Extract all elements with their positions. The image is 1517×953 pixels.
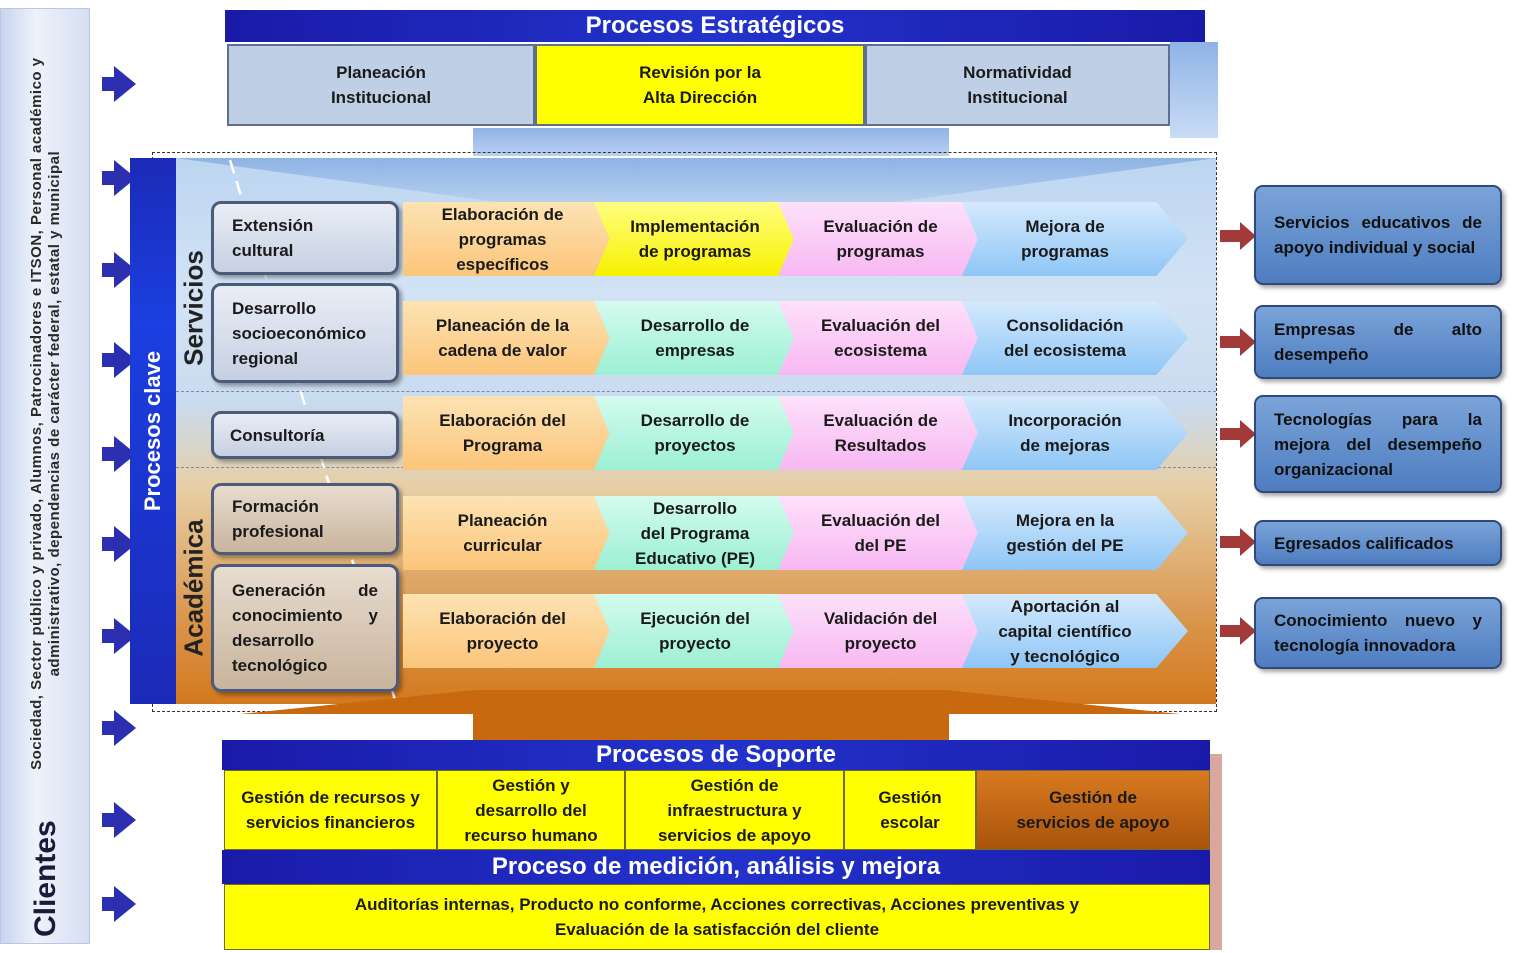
key-processes-bar: Procesos clave [130, 158, 176, 704]
clients-title: Clientes [29, 820, 62, 937]
step-chevron: Evaluación del del PE [778, 496, 1003, 570]
step-chevron: Aportación al capital científico y tecno… [962, 594, 1188, 668]
support-connector [473, 712, 949, 742]
support-box: Gestión de infraestructura y servicios d… [625, 770, 844, 850]
support-box: Gestión de recursos y servicios financie… [224, 770, 437, 850]
output-box: Tecnologías para la mejora del desempeño… [1254, 395, 1502, 493]
step-chevron: Elaboración del proyecto [403, 594, 628, 668]
output-box: Conocimiento nuevo y tecnología innovado… [1254, 597, 1502, 669]
step-chevron: Planeación de la cadena de valor [403, 301, 628, 375]
output-box: Servicios educativos de apoyo individual… [1254, 185, 1502, 285]
strategic-shadow [1170, 42, 1218, 138]
step-chevron: Planeación curricular [403, 496, 628, 570]
step-chevron: Elaboración del Programa [403, 396, 628, 470]
support-box: Gestión escolar [844, 770, 976, 850]
step-chevron: Desarrollo de empresas [594, 301, 816, 375]
strategic-box: Planeación Institucional [227, 44, 535, 126]
key-processes-title: Procesos clave [140, 350, 165, 512]
output-box: Empresas de alto desempeño [1254, 305, 1502, 379]
step-chevron: Validación del proyecto [778, 594, 1003, 668]
clients-description: Sociedad, Sector público y privado, Alum… [28, 57, 63, 770]
step-chevron: Evaluación del ecosistema [778, 301, 1003, 375]
input-arrow-icon [102, 886, 136, 922]
step-chevron: Consolidación del ecosistema [962, 301, 1188, 375]
step-chevron: Ejecución del proyecto [594, 594, 816, 668]
strategic-title: Procesos Estratégicos [225, 10, 1205, 42]
output-arrow-icon [1220, 420, 1256, 448]
group-divider [176, 391, 1216, 392]
step-chevron: Desarrollo del Programa Educativo (PE) [594, 496, 816, 570]
support-box: Gestión y desarrollo del recurso humano [437, 770, 625, 850]
process-box-regional: Desarrollo socioeconómico regional [211, 283, 399, 383]
input-arrow-icon [102, 710, 136, 746]
process-box-professional-training: Formación profesional [211, 483, 399, 555]
output-arrow-icon [1220, 617, 1256, 645]
process-box-consulting: Consultoría [211, 411, 399, 459]
support-shadow [1208, 754, 1222, 950]
output-arrow-icon [1220, 222, 1256, 250]
group-label-academic: Académica [178, 519, 209, 657]
output-arrow-icon [1220, 328, 1256, 356]
strategic-box: Normatividad Institucional [865, 44, 1170, 126]
group-label-services: Servicios [178, 250, 209, 366]
measurement-box: Auditorías internas, Producto no conform… [224, 884, 1210, 950]
step-chevron-highlight: Implementación de programas [594, 202, 816, 276]
clients-label-group: Clientes Sociedad, Sector público y priv… [28, 17, 64, 937]
input-arrow-icon [102, 66, 136, 102]
output-arrow-icon [1220, 528, 1256, 556]
measurement-title: Proceso de medición, análisis y mejora [222, 850, 1210, 884]
output-box: Egresados calificados [1254, 520, 1502, 566]
step-chevron: Evaluación de programas [778, 202, 1003, 276]
support-box-orange: Gestión de servicios de apoyo [976, 770, 1210, 850]
step-chevron: Desarrollo de proyectos [594, 396, 816, 470]
process-box-extension: Extensión cultural [211, 201, 399, 275]
strategic-box-highlight: Revisión por la Alta Dirección [535, 44, 865, 126]
support-title: Procesos de Soporte [222, 740, 1210, 770]
step-chevron: Evaluación de Resultados [778, 396, 1003, 470]
input-arrow-icon [102, 802, 136, 838]
step-chevron: Elaboración de programas específicos [403, 202, 628, 276]
step-chevron: Incorporación de mejoras [962, 396, 1188, 470]
step-chevron: Mejora en la gestión del PE [962, 496, 1188, 570]
step-chevron: Mejora de programas [962, 202, 1188, 276]
process-box-knowledge-generation: Generación de conocimiento y desarrollo … [211, 564, 399, 692]
clients-panel: Clientes Sociedad, Sector público y priv… [0, 8, 90, 944]
strategic-connector [473, 128, 949, 156]
